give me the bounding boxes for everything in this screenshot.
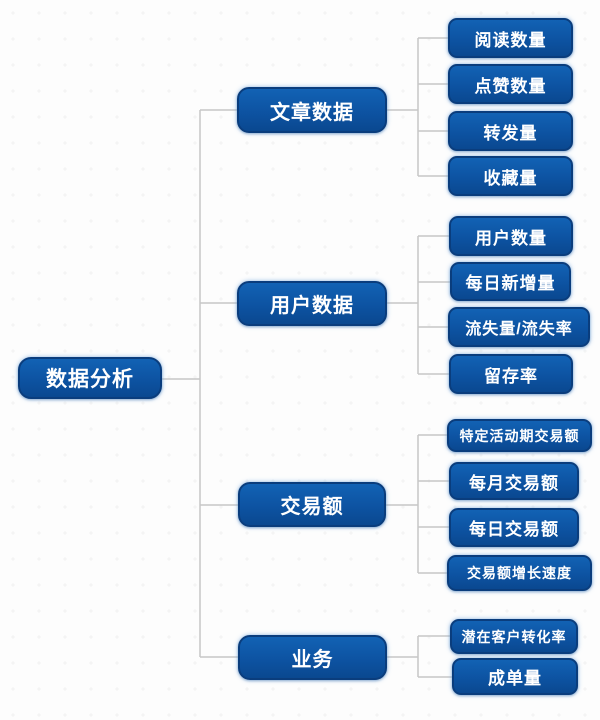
leaf-daily-new-users[interactable]: 每日新增量	[450, 262, 571, 301]
branch-user-data[interactable]: 用户数据	[237, 281, 387, 326]
root-node-data-analysis[interactable]: 数据分析	[18, 357, 162, 399]
leaf-user-count[interactable]: 用户数量	[449, 216, 573, 256]
leaf-churn-volume-rate[interactable]: 流失量/流失率	[448, 307, 590, 347]
leaf-retention-rate[interactable]: 留存率	[449, 354, 573, 394]
leaf-monthly-transaction-amount[interactable]: 每月交易额	[449, 462, 579, 500]
leaf-like-count[interactable]: 点赞数量	[448, 64, 573, 104]
leaf-transaction-growth-rate[interactable]: 交易额增长速度	[447, 555, 592, 591]
leaf-favorite-count[interactable]: 收藏量	[448, 156, 573, 196]
leaf-closed-order-count[interactable]: 成单量	[452, 658, 578, 695]
leaf-campaign-transaction-amount[interactable]: 特定活动期交易额	[447, 419, 592, 452]
leaf-lead-conversion-rate[interactable]: 潜在客户转化率	[450, 619, 578, 654]
branch-article-data[interactable]: 文章数据	[237, 87, 387, 133]
branch-business[interactable]: 业务	[238, 635, 387, 680]
leaf-daily-transaction-amount[interactable]: 每日交易额	[449, 508, 579, 547]
leaf-read-count[interactable]: 阅读数量	[448, 18, 573, 58]
leaf-repost-count[interactable]: 转发量	[448, 111, 573, 151]
branch-transaction-amount[interactable]: 交易额	[238, 482, 386, 527]
